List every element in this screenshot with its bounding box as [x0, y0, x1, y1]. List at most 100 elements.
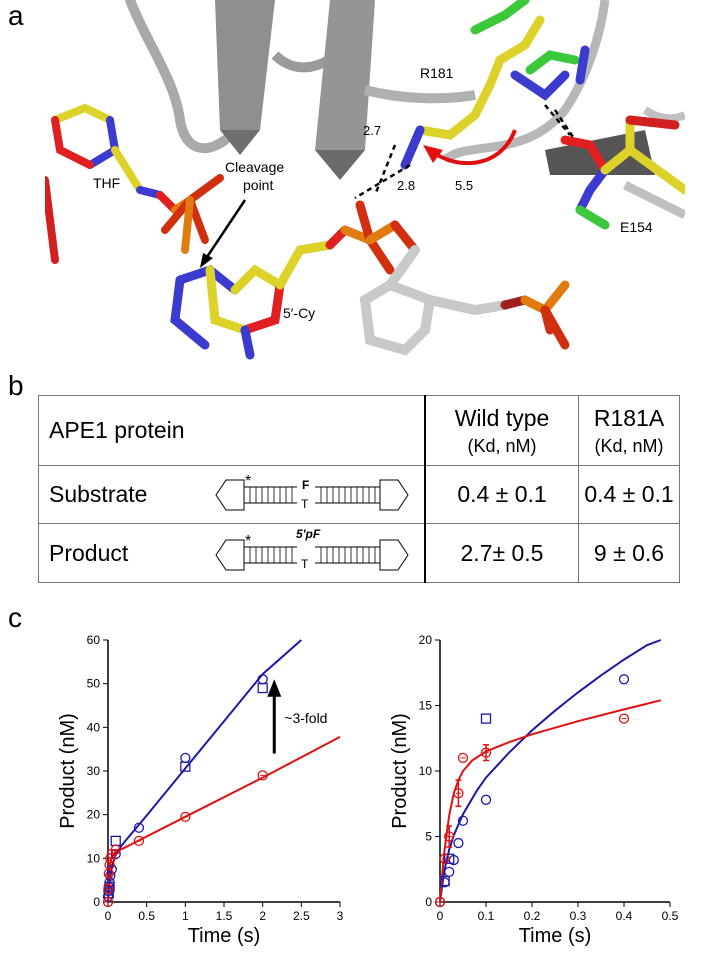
panel-label-b: b [8, 370, 24, 401]
y-axis-label: Product (nM) [57, 713, 79, 829]
product-diagram: * 5'pF T [215, 528, 409, 571]
x-tick-label: 0.3 [570, 909, 587, 923]
data-point-circle [110, 844, 121, 855]
y-tick-label: 20 [87, 808, 101, 822]
product-star: * [245, 533, 251, 550]
panel-label-a: a [8, 0, 24, 31]
x-tick-label: 0.2 [524, 909, 541, 923]
structure-illustration: R181 E154 THF Cleavage point 5′-Cy 2.7 2… [45, 0, 685, 370]
data-point-circle [457, 815, 469, 826]
fit-line [439, 699, 662, 903]
data-point-circle [434, 896, 446, 908]
header-r181a-title: R181A [593, 404, 665, 431]
substrate-top-base: F [302, 478, 309, 492]
data-point-circle [180, 752, 191, 764]
label-thf: THF [93, 175, 120, 191]
x-tick-label: 2 [259, 909, 266, 923]
data-point-circle [102, 896, 114, 908]
substrate-diagram: * F T [215, 474, 409, 511]
header-r181a-unit: (Kd, nM) [594, 435, 664, 456]
header-wt-title: Wild type [454, 404, 550, 431]
row-label-product: Product [49, 539, 129, 566]
cell-product-r181a: 9 ± 0.6 [578, 523, 680, 583]
data-point-square [110, 835, 121, 847]
y-tick-label: 20 [419, 633, 433, 647]
x-axis-label: Time (s) [519, 925, 592, 947]
y-tick-label: 10 [419, 764, 433, 778]
panel-label-c: c [8, 602, 22, 633]
header-protein-text: APE1 protein [49, 417, 185, 443]
data-point-circle [180, 811, 191, 823]
cell-substrate-r181a: 0.4 ± 0.1 [578, 465, 680, 524]
cell-product-wt: 2.7± 0.5 [424, 523, 579, 583]
label-cleavage-2: point [243, 177, 273, 193]
data-point-circle [453, 788, 464, 799]
header-wt-unit: (Kd, nM) [467, 435, 537, 456]
y-tick-label: 0 [425, 895, 432, 909]
y-tick-label: 30 [87, 764, 101, 778]
data-point-circle [133, 835, 145, 847]
data-point-circle [103, 883, 114, 895]
data-point-square [104, 881, 115, 892]
data-point-circle [257, 770, 268, 781]
table-header-left: APE1 protein [38, 395, 426, 466]
label-r181: R181 [420, 65, 454, 81]
label-cleavage-1: Cleavage [225, 159, 284, 175]
data-point-circle [480, 794, 492, 805]
cell-substrate-wt: 0.4 ± 0.1 [424, 465, 579, 524]
label-dist-27: 2.7 [363, 123, 381, 138]
y-tick-label: 5 [425, 830, 432, 844]
x-tick-label: 0 [437, 909, 444, 923]
x-tick-label: 2.5 [293, 909, 310, 923]
data-point-circle [444, 866, 455, 878]
table-row-substrate: Substrate * F T [38, 465, 426, 524]
product-top-base: 5'pF [296, 528, 321, 541]
label-5cy: 5′-Cy [283, 305, 315, 321]
fit-line [439, 639, 662, 903]
x-tick-label: 1 [182, 909, 189, 923]
data-point-circle [104, 859, 115, 871]
y-tick-label: 15 [419, 699, 433, 713]
row-label-substrate: Substrate [49, 481, 148, 507]
substrate-bottom-base: T [301, 497, 309, 511]
data-point-square [439, 875, 450, 887]
data-point-circle [439, 853, 450, 864]
data-point-circle [618, 674, 630, 685]
x-tick-label: 0.5 [662, 909, 679, 923]
y-tick-label: 60 [87, 633, 101, 647]
substrate-star: * [245, 474, 251, 490]
y-tick-label: 50 [87, 677, 101, 691]
data-point-circle [102, 891, 114, 902]
data-point-square [257, 682, 268, 694]
fit-line [107, 639, 302, 903]
data-point-circle [133, 822, 145, 833]
data-point-circle [453, 837, 464, 849]
data-point-circle [444, 831, 455, 842]
data-point-square [480, 713, 492, 724]
x-tick-label: 1.5 [216, 909, 233, 923]
y-tick-label: 40 [87, 720, 101, 734]
label-e154: E154 [620, 219, 653, 235]
table-header-wt: Wild type (Kd, nM) [424, 395, 579, 466]
label-dist-55: 5.5 [455, 178, 473, 193]
data-point-circle [480, 747, 492, 758]
data-point-square [180, 761, 191, 772]
data-point-circle [105, 870, 116, 881]
y-tick-label: 10 [87, 851, 101, 865]
label-dist-28: 2.8 [397, 178, 415, 193]
x-tick-label: 0 [105, 909, 112, 923]
x-tick-label: 0.5 [138, 909, 155, 923]
data-point-circle [457, 752, 469, 764]
table-row-product: Product * 5'pF T [38, 523, 426, 583]
y-axis-label: Product (nM) [389, 713, 411, 829]
x-tick-label: 0.4 [616, 909, 633, 923]
product-bottom-base: T [301, 557, 309, 571]
y-tick-label: 0 [93, 895, 100, 909]
fold-annotation: ~3-fold [284, 710, 327, 726]
kd-table: APE1 protein Wild type (Kd, nM) R181A (K… [38, 395, 680, 583]
x-tick-label: 3 [337, 909, 344, 923]
fold-arrowhead [267, 679, 282, 697]
x-tick-label: 0.1 [478, 909, 495, 923]
